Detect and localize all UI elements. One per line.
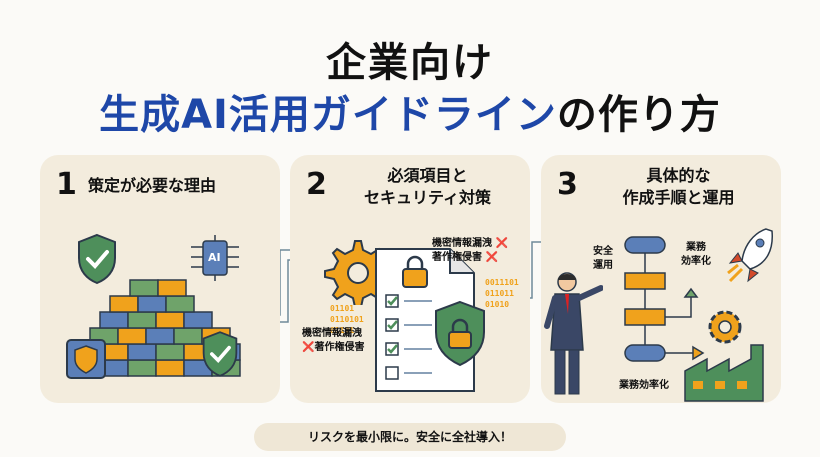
shield-check-icon xyxy=(202,331,238,377)
businessman-pointing-icon xyxy=(544,272,603,395)
panel-number: 3 xyxy=(557,167,578,202)
binary-text: 01101 0110101 01101 xyxy=(330,303,364,336)
risk-text: 著作権侵害 xyxy=(432,252,482,263)
panel-number: 2 xyxy=(306,167,327,202)
panel-required-items: 2 必須項目と セキュリティ対策 01101 0 xyxy=(290,155,530,403)
panel-title-line: 必須項目と xyxy=(387,166,468,185)
page-title-line1: 企業向け xyxy=(326,40,494,86)
shield-check-icon xyxy=(78,233,116,285)
padlock-icon xyxy=(402,255,428,288)
label-line: 業務 xyxy=(686,242,706,253)
panel-title-line: 作成手順と運用 xyxy=(622,188,735,207)
panel-number: 1 xyxy=(56,167,77,202)
panel-title: 具体的な 作成手順と運用 xyxy=(581,165,776,209)
binary-line: 01101 xyxy=(330,326,355,335)
panel-title: 策定が必要な理由 xyxy=(88,176,217,195)
risk-item: 機密情報漏洩 xyxy=(302,327,364,341)
label-line: 安全 xyxy=(593,246,613,257)
flow-label-safe: 安全 運用 xyxy=(593,245,613,273)
panel-title-line: 具体的な xyxy=(646,166,711,185)
page-title-line2: 生成AI活用ガイドラインの作り方 xyxy=(0,82,820,140)
flow-label-efficiency-bottom: 業務効率化 xyxy=(619,380,669,391)
shield-badge-icon xyxy=(66,339,106,379)
binary-line: 0110101 xyxy=(330,315,364,324)
footer-tagline: リスクを最小限に。安全に全社導入！ xyxy=(254,423,566,451)
page-title-highlight: 生成AI活用ガイドライン xyxy=(99,92,557,138)
binary-line: 01010 xyxy=(485,300,510,309)
shield-lock-icon xyxy=(435,300,485,367)
binary-line: 011011 xyxy=(485,289,514,298)
gear-icon xyxy=(708,310,742,344)
risk-text: 機密情報漏洩 xyxy=(432,238,492,249)
label-line: 運用 xyxy=(593,260,613,271)
cross-icon: ❌ xyxy=(495,238,508,249)
panel-procedure: 3 具体的な 作成手順と運用 xyxy=(541,155,781,403)
panel-reasons: 1 策定が必要な理由 xyxy=(40,155,280,403)
binary-line: 01101 xyxy=(330,304,355,313)
panel-title-line: セキュリティ対策 xyxy=(363,188,492,207)
flowchart-diagram xyxy=(624,236,705,362)
cross-icon: ❌ xyxy=(485,252,498,263)
risk-text: 著作権侵害 xyxy=(314,342,365,353)
risk-item: 機密情報漏洩 ❌ xyxy=(432,237,508,251)
flow-label-efficiency: 業務 効率化 xyxy=(681,241,711,269)
ai-chip-label: AI xyxy=(208,251,221,264)
risk-label: 機密情報漏洩 ❌著作権侵害 xyxy=(302,327,364,355)
panel-title: 必須項目と セキュリティ対策 xyxy=(330,165,525,209)
page-title-suffix: の作り方 xyxy=(556,92,721,138)
risk-item: ❌著作権侵害 xyxy=(302,341,364,355)
label-line: 効率化 xyxy=(681,256,711,267)
ai-chip-icon xyxy=(191,235,239,281)
risk-text: 機密情報漏洩 xyxy=(302,328,362,339)
factory-icon xyxy=(684,344,764,402)
cross-icon: ❌ xyxy=(302,342,315,353)
binary-text: 0011101 011011 01010 xyxy=(485,277,519,310)
risk-label: 機密情報漏洩 ❌ 著作権侵害 ❌ xyxy=(432,237,508,265)
rocket-icon xyxy=(727,228,773,283)
binary-line: 0011101 xyxy=(485,278,519,287)
risk-item: 著作権侵害 ❌ xyxy=(432,251,508,265)
